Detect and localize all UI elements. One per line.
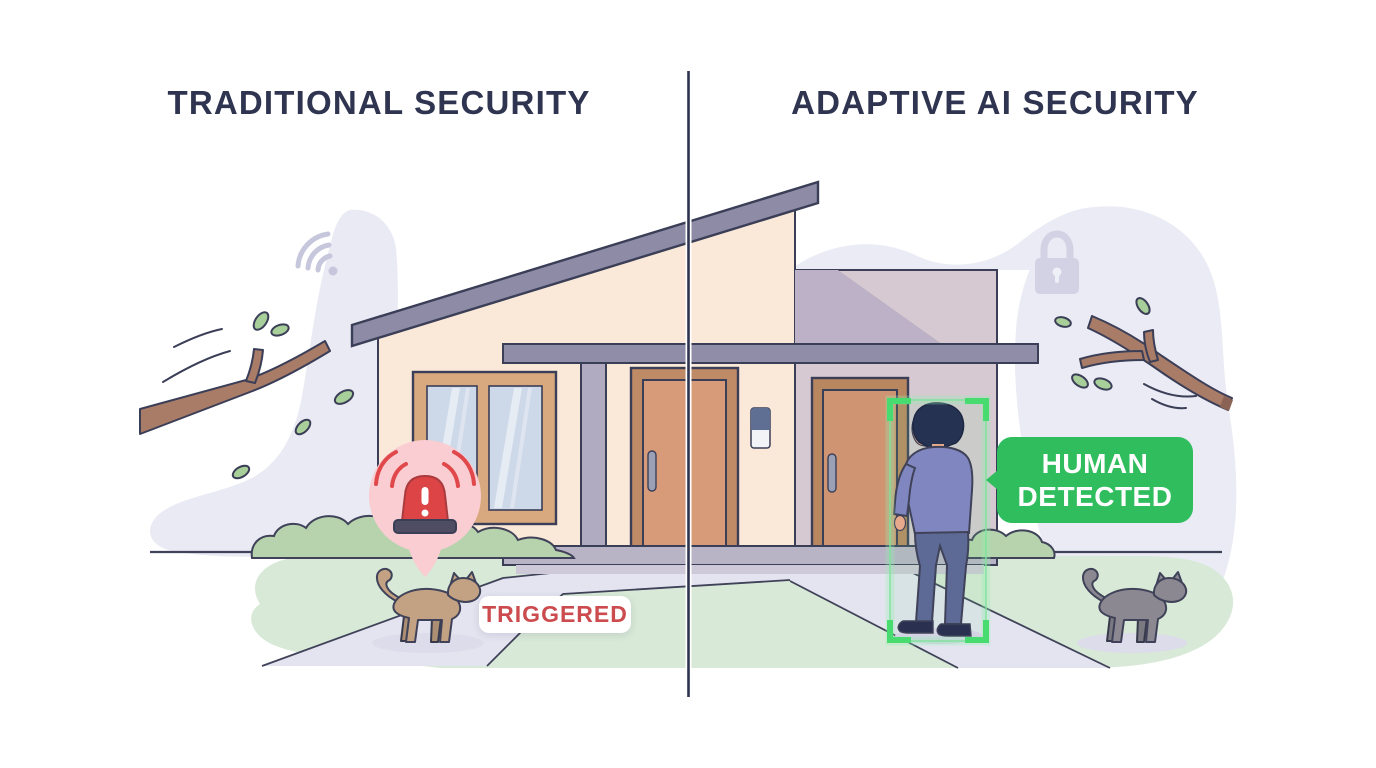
alarm-alert-bubble [369,440,481,577]
roof-slab [350,180,820,348]
tree-branch-right [1054,297,1233,411]
human-detected-bubble: HUMAN DETECTED [986,437,1193,523]
detection-label-line2: DETECTED [1017,481,1173,512]
background-blob-right-wave [790,207,1100,270]
wifi-icon [295,231,338,276]
person-pants [913,530,970,625]
person-jacket [903,445,974,536]
detection-frame [885,395,991,646]
porch-step [516,565,984,574]
front-door-left [629,366,740,554]
background-blob-left [150,209,400,557]
doorbell-keypad [750,407,771,449]
cat-shadow-right [1077,633,1187,653]
porch-beam [502,343,1039,364]
alarm-siren-icon [374,450,476,534]
left-panel-title: TRADITIONAL SECURITY [167,84,591,121]
triggered-label: TRIGGERED [479,596,631,633]
right-panel-title: ADAPTIVE AI SECURITY [791,84,1199,121]
front-door-right [810,376,910,554]
person-hair [912,402,965,448]
house-right-wing-shade [795,270,960,357]
lock-icon [1035,230,1079,294]
detection-label-line1: HUMAN [1041,448,1149,479]
person [890,400,986,644]
triggered-label-text: TRIGGERED [482,601,628,627]
cat-shadow-left [372,633,484,653]
tree-branch-left [139,311,355,480]
porch-post [580,362,607,547]
